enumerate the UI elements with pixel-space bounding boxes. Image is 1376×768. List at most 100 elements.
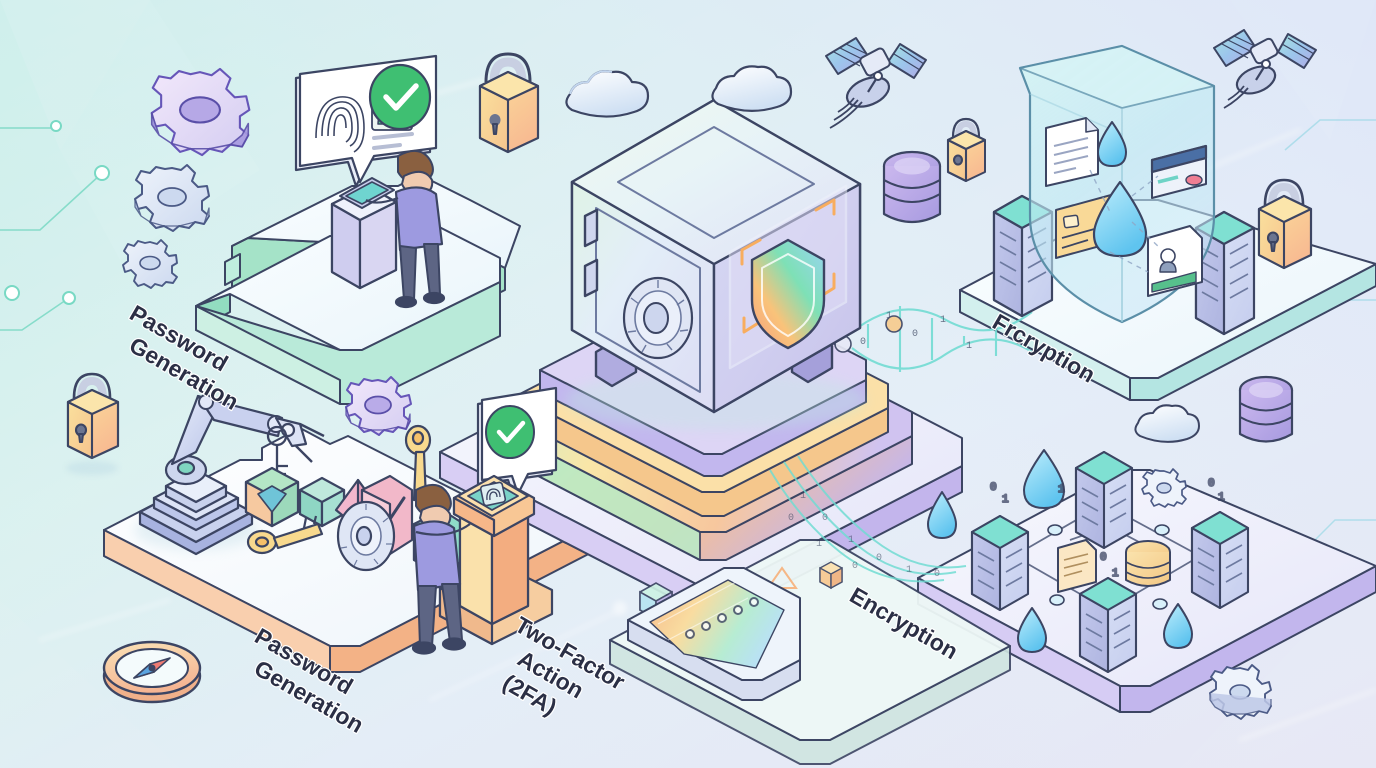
svg-text:0: 0 (852, 561, 858, 572)
tablet-device[interactable] (339, 177, 395, 209)
svg-text:0: 0 (876, 553, 882, 564)
doc-text-lines (1053, 137, 1089, 174)
stream-cube-orange (819, 561, 843, 590)
water-droplet-small (1097, 121, 1127, 167)
svg-text:1: 1 (1016, 337, 1022, 348)
person-leg-left (399, 245, 417, 301)
fingerprint-verification-scene[interactable] (294, 54, 446, 309)
central-safe-vault[interactable] (566, 98, 866, 430)
kiosk-verified-check (485, 405, 535, 459)
key-gold-icon (404, 424, 432, 502)
person2-torso (412, 520, 462, 592)
svg-text:0: 0 (934, 569, 940, 580)
network-droplets (927, 449, 1193, 653)
database-icon-stack-right (1238, 375, 1294, 443)
network-nodes (1047, 524, 1170, 610)
padlock-icon-gold-left (66, 372, 120, 475)
svg-text:1: 1 (940, 315, 946, 326)
svg-text:1: 1 (886, 311, 892, 322)
svg-text:1: 1 (906, 565, 912, 576)
encrypted-server-network: 01 01 01 1 (927, 449, 1250, 674)
compass-icon (102, 640, 202, 704)
circuit-traces-left (0, 127, 101, 331)
gear-icon-medium-blue (134, 164, 210, 232)
network-database-node (1125, 540, 1171, 587)
svg-text:0: 0 (788, 513, 794, 524)
server-rack-right (1190, 510, 1250, 610)
server-rack-left (970, 514, 1030, 612)
shield-protected-items (1045, 117, 1208, 297)
cloud-icon-top-left (565, 70, 650, 118)
satellite-icon-right (1213, 29, 1317, 109)
two-factor-kiosk-scene[interactable] (411, 386, 558, 655)
svg-text:0: 0 (912, 329, 918, 340)
gear-icon-large-lavender (150, 67, 251, 157)
gear-icon-tiny-right (1141, 468, 1187, 508)
server-rack-bottom (1078, 576, 1138, 674)
slab-binary-dots (685, 597, 759, 639)
data-protection-glass-shield (992, 44, 1256, 336)
svg-text:0: 0 (1100, 552, 1107, 564)
svg-text:0: 0 (1208, 478, 1215, 490)
svg-text:1: 1 (1058, 484, 1065, 496)
padlock-icon-gold-small (946, 117, 987, 183)
cloud-icon-top-right (711, 65, 793, 112)
water-droplet-large (1092, 180, 1148, 258)
circuit-nodes-left (4, 120, 110, 305)
floating-icons-layer (66, 29, 1317, 720)
svg-text:0: 0 (992, 323, 998, 334)
person-torso (394, 186, 444, 252)
key-gold-flat-icon (246, 515, 324, 555)
stream-token-orange (885, 315, 903, 333)
kiosk-fingerprint-icon (486, 488, 501, 501)
server-rack-top (1074, 450, 1134, 550)
fingerprint-icon (315, 96, 365, 153)
person-shoe-left (394, 295, 418, 309)
shield-connection-lines (1089, 169, 1161, 273)
svg-text:1: 1 (816, 539, 822, 550)
id-card-icon (1147, 225, 1203, 297)
svg-text:1: 1 (848, 535, 854, 546)
vault-top-inset (617, 126, 815, 239)
padlock-icon-gold-top (478, 52, 540, 154)
dial-knob-icon (336, 500, 396, 572)
credit-card-blue-icon (1150, 144, 1208, 199)
server-slots-right (1201, 243, 1249, 302)
svg-text:1: 1 (966, 341, 972, 352)
svg-text:0: 0 (822, 513, 828, 524)
person2-arm (415, 523, 471, 536)
svg-text:1: 1 (1002, 494, 1009, 506)
person-operator-2fa (411, 483, 471, 655)
svg-text:1: 1 (1112, 568, 1119, 580)
person-arm (365, 196, 399, 204)
vault-hinge-bottom (583, 258, 599, 298)
gear-icon-bottom-right (1209, 664, 1272, 720)
network-document-node (1057, 539, 1097, 593)
cloud-icon-mid-right (1134, 404, 1200, 443)
gear-icon-mid-lavender (345, 376, 412, 436)
network-binary-bits: 01 01 01 1 (989, 477, 1226, 581)
satellite-signal-waves (829, 97, 863, 129)
document-icon (1045, 117, 1099, 187)
svg-text:0: 0 (990, 482, 997, 494)
kiosk-screen[interactable] (452, 474, 536, 538)
card-text-lines (372, 132, 414, 150)
binary-digits-upper: 010 110 1 (860, 311, 1022, 352)
vault-combination-dial[interactable] (622, 276, 694, 360)
password-assembly-robot-arm[interactable] (134, 394, 466, 576)
encrypted-data-slab (627, 567, 801, 701)
password-artifacts (244, 424, 466, 576)
database-icon-stack-top (882, 150, 942, 224)
satellite-icon-left (825, 37, 927, 129)
vault-hinge-top (583, 208, 599, 248)
svg-text:1: 1 (1218, 492, 1225, 504)
svg-text:1: 1 (800, 491, 806, 502)
verified-check-badge (368, 63, 432, 131)
dial-ticks (627, 280, 689, 353)
vault-shield-screen (728, 184, 848, 370)
padlock-icon-gold-right (1257, 178, 1313, 270)
person-shoe-right (422, 291, 446, 305)
